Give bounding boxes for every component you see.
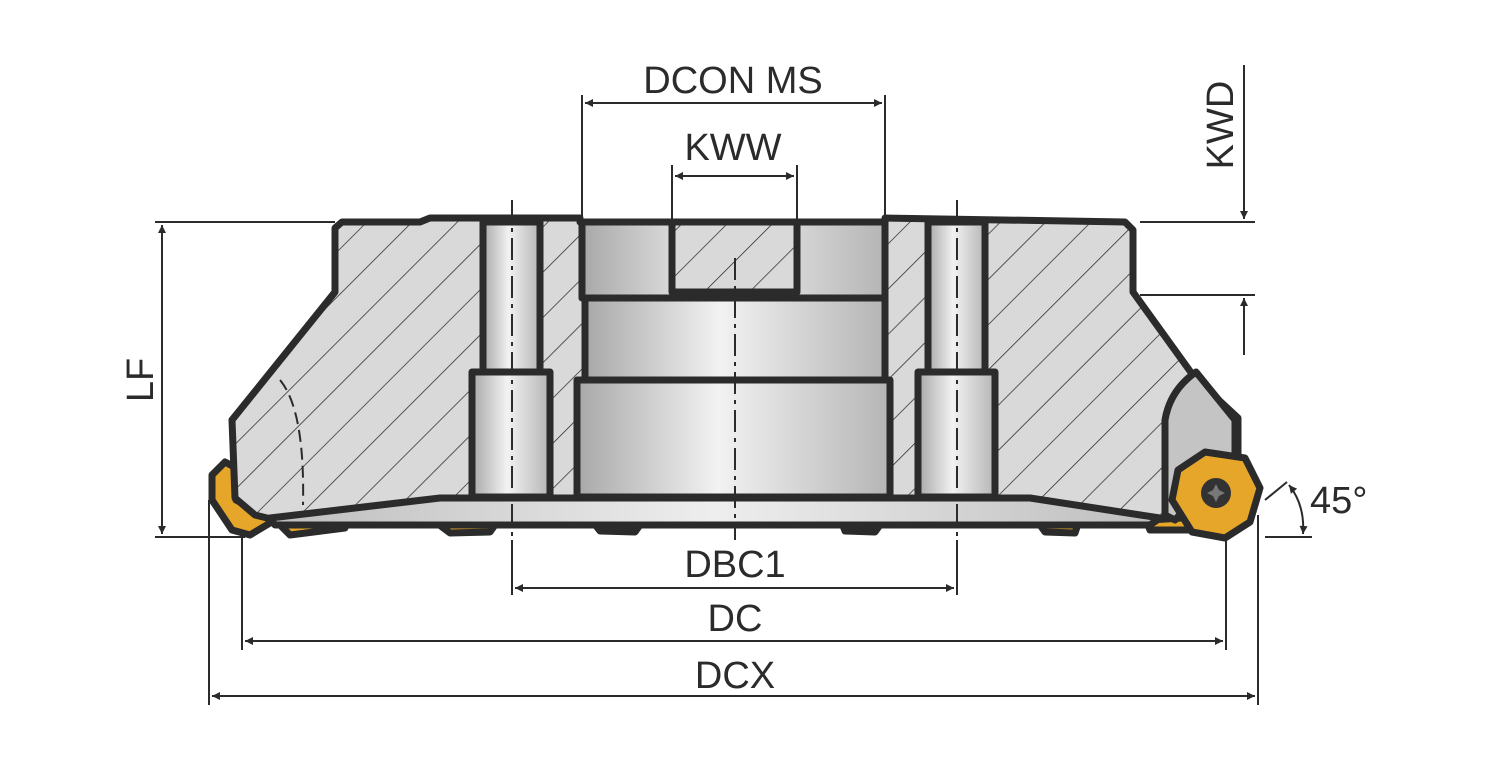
dimension-lines: [155, 65, 1312, 705]
indexable-insert: [1168, 448, 1264, 542]
label-kww: KWW: [684, 127, 781, 169]
label-dc: DC: [708, 598, 763, 640]
central-bore: [573, 218, 894, 501]
label-dcx: DCX: [695, 655, 775, 697]
label-dcon-ms: DCON MS: [643, 60, 822, 102]
centerlines: [279, 200, 958, 540]
label-kwd: KWD: [1200, 81, 1242, 170]
label-lf: LF: [120, 358, 162, 402]
label-angle: 45°: [1310, 480, 1367, 522]
label-dbc1: DBC1: [684, 544, 785, 586]
bottom-face: [266, 494, 1164, 529]
